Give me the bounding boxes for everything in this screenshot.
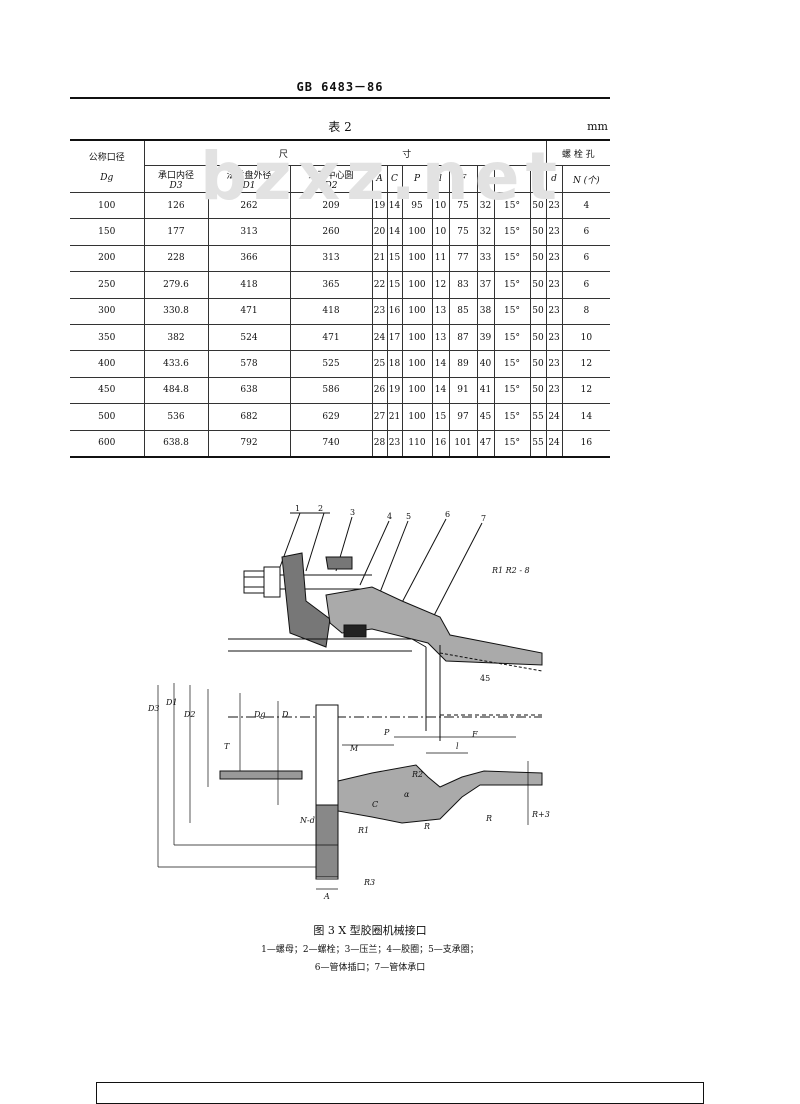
radius-note: R1 R2 - 8 xyxy=(491,566,530,575)
header-socket: 承口内径 D3 xyxy=(144,165,209,193)
gland-top xyxy=(325,556,353,570)
header-N: N (个) xyxy=(562,165,611,193)
table-title: 表 2 xyxy=(328,120,352,134)
bottom-frame xyxy=(96,1082,704,1104)
callout-leaders xyxy=(279,512,483,632)
callout-5: 5 xyxy=(406,512,411,521)
spigot-lower xyxy=(219,770,303,780)
figure-legend-line1: 1—螺母；2—螺栓；3—压兰；4—胶圈；5—支承圈； xyxy=(261,945,479,955)
watermark: bzxz.net xyxy=(200,138,564,215)
callout-6: 6 xyxy=(445,510,450,519)
label-T: T xyxy=(224,742,230,751)
gland xyxy=(281,552,331,648)
label-R1: R1 xyxy=(357,826,369,835)
header-flange: 法兰盘外径 D1 xyxy=(208,165,291,193)
label-D3: D3 xyxy=(147,704,160,713)
label-R-prime: R xyxy=(485,814,492,823)
label-l: l xyxy=(456,742,459,751)
header-bolt-holes: 螺 栓 孔 xyxy=(546,139,611,166)
callout-3: 3 xyxy=(350,508,355,517)
flange-lower-hatch xyxy=(315,804,339,878)
figure-legend-line2: 6—管体插口；7—管体承口 xyxy=(314,963,426,973)
label-R-plus: R+3 xyxy=(531,810,550,819)
label-N-d: N-d xyxy=(299,816,315,825)
callout-1: 1 xyxy=(295,505,300,513)
rubber-ring xyxy=(343,624,367,638)
label-D1: D1 xyxy=(165,698,178,707)
label-F: F xyxy=(471,730,478,739)
figure-caption: 图 3 X 型胶圈机械接口 xyxy=(313,924,427,937)
label-A: A xyxy=(323,892,330,901)
label-R: R xyxy=(423,822,430,831)
dimension-table: 公称口径 Dg 尺 寸 螺 栓 孔 承口内径 D3 法兰盘外径 D1 螺孔中心圆 xyxy=(70,139,611,458)
label-C: C xyxy=(372,800,378,809)
angle-label: 45 xyxy=(480,674,490,683)
joint-drawing: 1 2 3 4 5 6 7 R1 R2 - 8 45 xyxy=(147,505,550,901)
socket-body-upper xyxy=(325,586,543,666)
callout-7: 7 xyxy=(481,514,486,523)
callout-2: 2 xyxy=(318,505,323,513)
table-unit: mm xyxy=(587,120,608,133)
label-R2: R2 xyxy=(411,770,423,779)
label-R3: R3 xyxy=(363,878,375,887)
label-D: D xyxy=(281,710,289,719)
label-alpha: α xyxy=(404,790,410,799)
label-M: M xyxy=(349,744,359,753)
socket-body-lower xyxy=(337,764,543,824)
header-bolt-circle: 螺孔中心圆 D2 xyxy=(290,165,373,193)
label-Dg: Dg xyxy=(253,710,266,719)
label-P: P xyxy=(383,728,390,737)
label-D2: D2 xyxy=(183,710,196,719)
dimension-lines xyxy=(157,683,529,890)
header-nominal: 公称口径 Dg xyxy=(70,139,145,193)
standard-code: GB 6483－86 xyxy=(296,80,384,94)
top-rule xyxy=(70,97,610,99)
callout-4: 4 xyxy=(387,512,392,521)
